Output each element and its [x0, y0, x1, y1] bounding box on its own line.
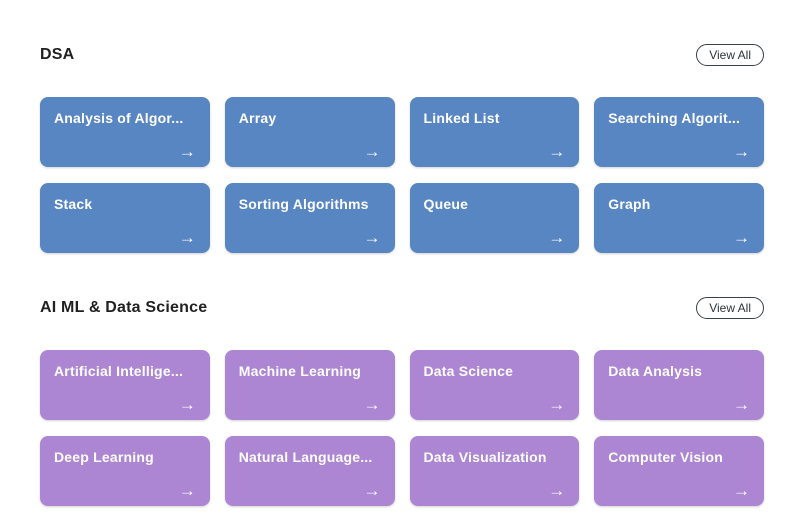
topic-card-data-visualization[interactable]: Data Visualization → — [409, 436, 580, 506]
topic-card-title: Data Visualization — [423, 449, 547, 465]
arrow-right-icon: → — [548, 481, 566, 500]
card-grid: Artificial Intellige... → Machine Learni… — [40, 350, 764, 506]
arrow-right-icon: → — [363, 481, 381, 500]
topic-card-searching-algorithms[interactable]: Searching Algorit... → — [594, 97, 764, 167]
topic-card-title: Searching Algorit... — [608, 110, 741, 126]
topic-card-graph[interactable]: Graph → — [594, 183, 764, 253]
view-all-button[interactable]: View All — [696, 297, 764, 319]
topic-card-title: Stack — [54, 196, 93, 212]
arrow-right-icon: → — [733, 481, 750, 500]
topic-card-deep-learning[interactable]: Deep Learning → — [40, 436, 210, 506]
view-all-button[interactable]: View All — [696, 44, 764, 66]
topic-card-title: Array — [238, 110, 277, 126]
section-header: AI ML & Data Science View All — [40, 297, 764, 319]
arrow-right-icon: → — [363, 395, 381, 414]
topic-card-title: Sorting Algorithms — [238, 196, 369, 212]
arrow-right-icon: → — [733, 228, 750, 247]
arrow-right-icon: → — [178, 228, 196, 247]
topic-card-title: Graph — [608, 196, 651, 212]
topic-card-title: Analysis of Algor... — [54, 110, 184, 126]
topic-card-array[interactable]: Array → — [224, 97, 395, 167]
section-title: DSA — [40, 46, 75, 63]
topic-card-title: Linked List — [423, 110, 500, 126]
topic-card-title: Natural Language... — [238, 449, 373, 465]
topic-card-title: Queue — [423, 196, 469, 212]
section-header: DSA View All — [40, 44, 764, 66]
arrow-right-icon: → — [733, 395, 750, 414]
section-ai-ml-data-science: AI ML & Data Science View All Artificial… — [40, 297, 764, 506]
arrow-right-icon: → — [548, 142, 566, 161]
topic-card-stack[interactable]: Stack → — [40, 183, 210, 253]
topic-card-data-analysis[interactable]: Data Analysis → — [594, 350, 764, 420]
topic-card-title: Data Science — [423, 363, 514, 379]
arrow-right-icon: → — [548, 228, 566, 247]
topic-card-sorting-algorithms[interactable]: Sorting Algorithms → — [224, 183, 395, 253]
section-dsa: DSA View All Analysis of Algor... → Arra… — [40, 44, 764, 253]
arrow-right-icon: → — [363, 142, 381, 161]
topic-card-title: Artificial Intellige... — [54, 363, 184, 379]
section-title: AI ML & Data Science — [40, 299, 208, 316]
topic-card-artificial-intelligence[interactable]: Artificial Intellige... → — [40, 350, 210, 420]
topic-card-title: Data Analysis — [608, 363, 703, 379]
topic-card-queue[interactable]: Queue → — [409, 183, 580, 253]
topic-card-title: Computer Vision — [608, 449, 724, 465]
topic-card-linked-list[interactable]: Linked List → — [409, 97, 580, 167]
arrow-right-icon: → — [363, 228, 381, 247]
topic-card-data-science[interactable]: Data Science → — [409, 350, 580, 420]
topic-card-title: Deep Learning — [54, 449, 154, 465]
card-grid: Analysis of Algor... → Array → Linked Li… — [40, 97, 764, 253]
topic-card-natural-language-processing[interactable]: Natural Language... → — [224, 436, 395, 506]
arrow-right-icon: → — [733, 142, 750, 161]
arrow-right-icon: → — [178, 481, 196, 500]
topic-card-machine-learning[interactable]: Machine Learning → — [224, 350, 395, 420]
arrow-right-icon: → — [178, 142, 196, 161]
topic-card-title: Machine Learning — [238, 363, 361, 379]
topic-card-analysis-of-algorithms[interactable]: Analysis of Algor... → — [40, 97, 210, 167]
topic-card-computer-vision[interactable]: Computer Vision → — [594, 436, 764, 506]
arrow-right-icon: → — [178, 395, 196, 414]
arrow-right-icon: → — [548, 395, 566, 414]
